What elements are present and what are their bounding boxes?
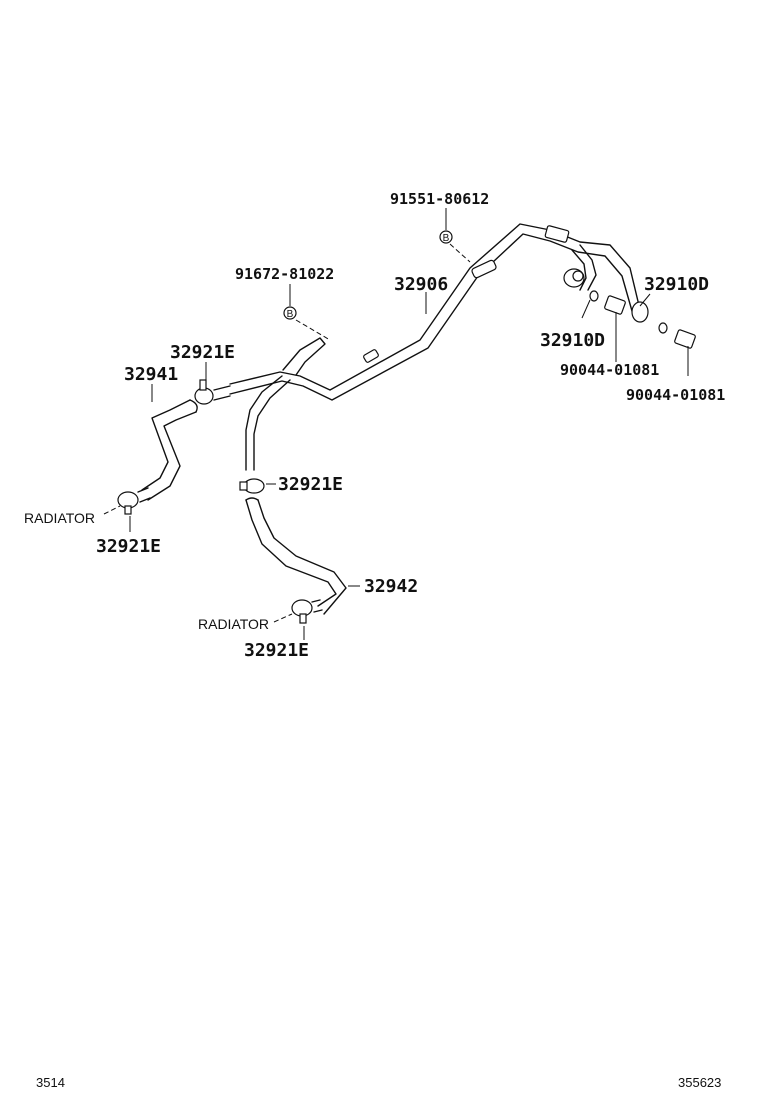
metal-pipe-assembly [229,223,643,471]
part-number-91551-80612: 91551-80612 [390,190,489,208]
part-number-32921e-middle: 32921E [278,474,343,495]
part-number-32941: 32941 [124,364,178,385]
hose-32941 [117,379,231,515]
radiator-label-bottom: RADIATOR [198,616,269,632]
part-number-32942: 32942 [364,576,418,597]
footer-right-code: 355623 [678,1075,721,1090]
svg-text:B: B [443,233,450,244]
part-number-32921e-bottom: 32921E [244,640,309,661]
part-number-90044-01081-lower: 90044-01081 [626,386,725,404]
part-number-32906: 32906 [394,274,448,295]
svg-text:B: B [287,309,294,320]
union-fittings [563,268,696,349]
radiator-label-left: RADIATOR [24,510,95,526]
part-number-32921e-left: 32921E [96,536,161,557]
hose-32942 [239,478,347,624]
part-number-32910d-right: 32910D [644,274,709,295]
part-number-90044-01081-upper: 90044-01081 [560,361,659,379]
footer-left-code: 3514 [36,1075,65,1090]
bolt-mark-b2: B [283,306,297,320]
part-number-91672-81022: 91672-81022 [235,265,334,283]
bolt-mark-b1: B [439,230,453,244]
leader-lines [103,208,689,640]
part-number-32910d-left: 32910D [540,330,605,351]
part-number-32921e-top: 32921E [170,342,235,363]
